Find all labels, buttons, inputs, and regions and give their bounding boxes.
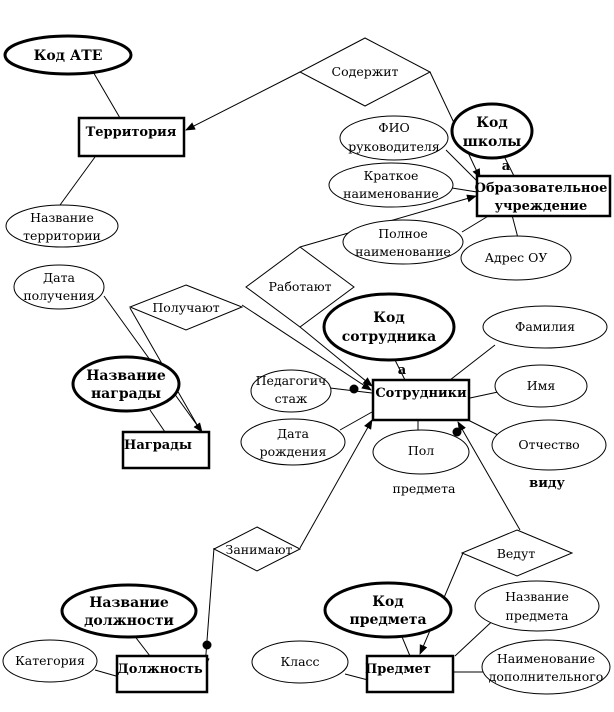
attr-first-name-label: Имя [527, 378, 556, 393]
rel-receive: Получают [128, 284, 244, 331]
attr-birth-date-line2: рождения [260, 444, 327, 459]
entity-awards: Награды [121, 430, 211, 470]
attr-subject-name-line1: Название [505, 589, 569, 604]
attr-grade: Класс [251, 640, 349, 684]
rel-work: Работают [245, 246, 355, 328]
key-position-name-line2: должности [84, 613, 174, 629]
cardinality-dots [202, 384, 462, 650]
attr-director-line2: руководителя [348, 139, 440, 154]
entity-territory: Территория [77, 116, 186, 158]
rel-receive-label: Получают [152, 300, 219, 315]
attr-extra-name-line1: Наименование [497, 651, 595, 666]
marker-a-school: а [502, 159, 511, 174]
entity-employees: Сотрудники [371, 378, 471, 422]
attr-extra-name: Наименование дополнительного [481, 639, 611, 695]
key-position-name-line1: Название [89, 595, 169, 611]
key-employee-code-line1: Код [373, 310, 404, 326]
attr-short-name: Краткое наименование [328, 162, 454, 208]
key-school-code: Код школы [450, 102, 534, 160]
entity-position-label: Должность [117, 662, 203, 677]
key-subject-code-line2: предмета [349, 612, 426, 628]
entity-territory-label: Территория [86, 125, 177, 140]
key-employee-code: Код сотрудника [322, 292, 456, 362]
rel-teach-label: Ведут [497, 546, 536, 561]
key-award-name-line2: награды [91, 386, 161, 402]
attr-director-line1: ФИО [378, 120, 410, 135]
key-award-name: Название награды [71, 355, 181, 413]
attr-birth-date-line1: Дата [277, 426, 310, 441]
key-school-code-line2: школы [463, 134, 521, 150]
attr-award-date: Дата получения [13, 264, 105, 310]
attr-teaching-exp-line1: Педагогич [256, 373, 327, 388]
attr-grade-label: Класс [280, 654, 319, 669]
attr-school-address: Адрес ОУ [460, 235, 572, 281]
attr-award-date-line1: Дата [43, 270, 76, 285]
key-school-code-line1: Код [476, 115, 507, 131]
key-ate-code-label: Код АТЕ [34, 48, 103, 64]
rel-work-label: Работают [268, 279, 331, 294]
attr-short-name-line1: Краткое [364, 168, 419, 183]
attr-category: Категория [2, 639, 98, 683]
attr-surname: Фамилия [482, 305, 608, 349]
attr-full-name-line1: Полное [378, 226, 428, 241]
dot-hold [202, 640, 212, 650]
entity-school-line1: Образовательное [475, 181, 608, 196]
entity-school: Образовательное учреждение [475, 174, 612, 218]
entity-employees-label: Сотрудники [375, 386, 467, 401]
attr-school-address-label: Адрес ОУ [485, 250, 548, 265]
key-ate-code: Код АТЕ [3, 34, 133, 76]
entity-subject-label: Предмет [365, 662, 431, 677]
connector-lines [59, 69, 521, 681]
entity-subject: Предмет [365, 654, 455, 694]
key-employee-code-line2: сотрудника [342, 329, 436, 345]
attr-sex: Пол [372, 429, 470, 475]
attr-birth-date: Дата рождения [240, 418, 346, 466]
marker-a-employee: а [398, 363, 407, 378]
attr-patronymic: Отчество [491, 419, 607, 471]
attr-extra-name-line2: дополнительного [489, 669, 604, 684]
attr-full-name: Полное наименование [342, 219, 464, 265]
attr-first-name: Имя [494, 364, 588, 408]
rel-hold: Занимают [212, 526, 302, 572]
attr-territory-name: Название территории [5, 204, 119, 248]
entity-awards-label: Награды [124, 438, 192, 453]
key-subject-code-line1: Код [372, 594, 403, 610]
key-subject-code: Код предмета [323, 581, 453, 639]
attr-director: ФИО руководителя [339, 115, 449, 161]
entity-position: Должность [115, 654, 209, 694]
attr-teaching-exp: Педагогич стаж [250, 369, 332, 413]
stray-text-vidu: виду [529, 476, 565, 491]
attr-surname-label: Фамилия [515, 319, 575, 334]
attr-sex-label: Пол [408, 443, 434, 458]
attr-short-name-line2: наименование [343, 186, 439, 201]
attr-territory-name-line2: территории [23, 228, 101, 243]
dot-teaching-exp [349, 384, 359, 394]
stray-text-predmeta: предмета [393, 481, 456, 496]
dot-teach [452, 427, 462, 437]
attr-territory-name-line1: Название [30, 210, 94, 225]
attr-subject-name: Название предмета [474, 580, 600, 632]
rel-contains: Содержит [298, 37, 432, 107]
rel-hold-label: Занимают [226, 542, 293, 557]
rel-contains-label: Содержит [332, 64, 399, 79]
attr-full-name-line2: наименование [355, 244, 451, 259]
attr-award-date-line2: получения [23, 288, 94, 303]
key-position-name: Название должности [60, 583, 198, 639]
entity-school-line2: учреждение [495, 199, 588, 214]
rel-teach: Ведут [460, 529, 574, 577]
attr-patronymic-label: Отчество [518, 437, 579, 452]
attr-category-label: Категория [15, 653, 85, 668]
attr-teaching-exp-line2: стаж [275, 391, 308, 406]
attr-subject-name-line2: предмета [506, 608, 569, 623]
key-award-name-line1: Название [86, 368, 166, 384]
